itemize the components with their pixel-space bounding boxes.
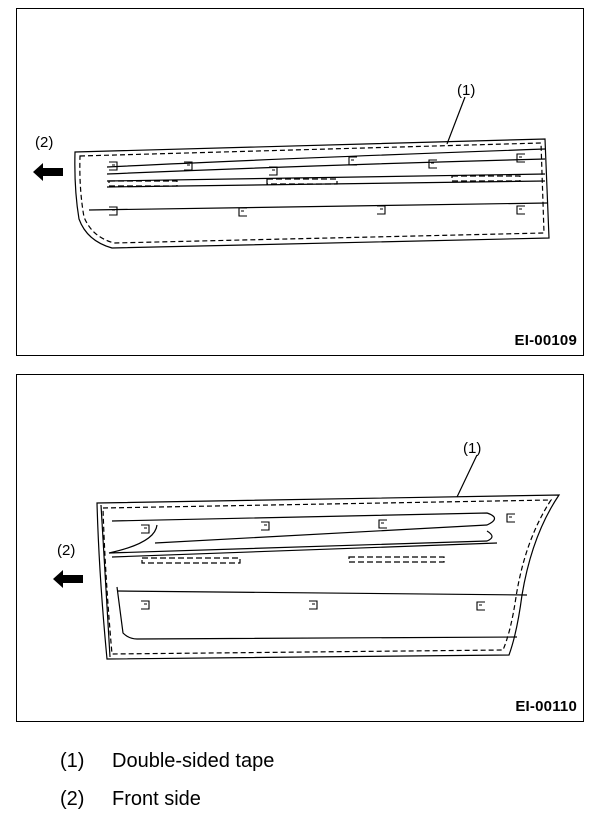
upper-strip-top [106, 148, 546, 168]
figure-panel-front-door: (1) (2) EI-00109 [16, 8, 584, 356]
callout-1-label: (1) [463, 440, 481, 457]
molding-inner-outline [102, 499, 553, 655]
figure-id: EI-00109 [514, 332, 577, 349]
front-door-molding-diagram: (1) (2) [33, 82, 550, 249]
front-arrow-icon [53, 570, 83, 588]
upper-strip [111, 512, 496, 544]
figure-id: EI-00110 [515, 698, 577, 715]
tape-dashes [108, 175, 521, 187]
callout-1-leader [446, 96, 466, 145]
upper-strip-lower-2 [111, 542, 498, 558]
molding-left-edge [100, 504, 111, 658]
molding-outer-outline [96, 494, 561, 660]
callout-2-label: (2) [35, 134, 53, 151]
legend-number: (2) [60, 788, 85, 810]
tape-dashes [141, 556, 445, 564]
molding-inner-outline [79, 142, 545, 244]
upper-strip-lower [108, 524, 493, 554]
legend-text: Double-sided tape [112, 750, 275, 772]
molding-outer-outline [74, 138, 550, 249]
lower-strip-top [88, 202, 548, 211]
rear-door-molding-diagram: (1) (2) [53, 440, 561, 660]
upper-strip-mid [106, 158, 546, 175]
figure-panel-rear-door: (1) (2) EI-00110 [16, 374, 584, 722]
lower-strip-body [116, 586, 518, 640]
legend-item-double-sided-tape: (1) Double-sided tape [60, 750, 274, 773]
front-arrow-icon [33, 163, 63, 181]
callout-2-label: (2) [57, 542, 75, 559]
clips [109, 153, 525, 217]
callout-1-leader [456, 454, 478, 498]
legend-number: (1) [60, 750, 85, 772]
callout-1-label: (1) [457, 82, 475, 99]
lower-strip-top [116, 590, 528, 596]
legend-text: Front side [112, 788, 201, 810]
upper-strip-low [106, 173, 546, 182]
legend-item-front-side: (2) Front side [60, 788, 201, 811]
clips [141, 513, 515, 611]
